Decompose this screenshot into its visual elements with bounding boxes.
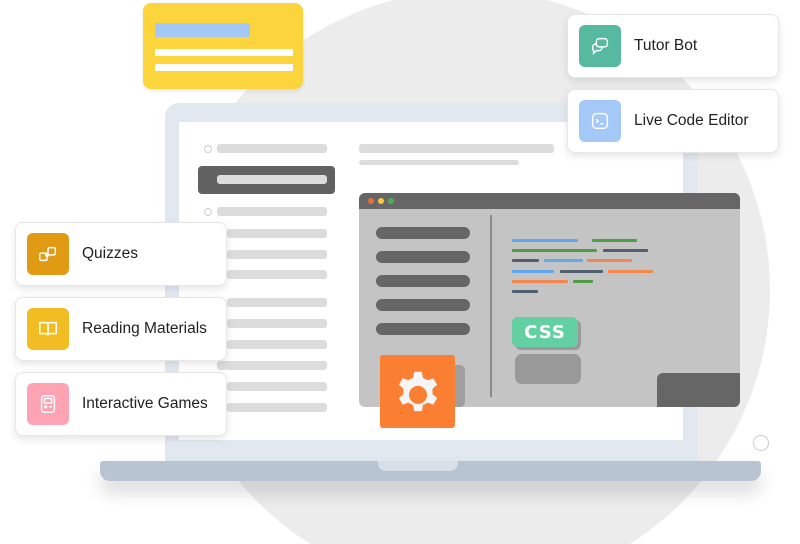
list-item	[227, 229, 327, 238]
feature-label: Live Code Editor	[634, 112, 749, 129]
content-subtitle-bar	[359, 160, 519, 165]
code-line	[608, 270, 653, 273]
list-item	[227, 403, 327, 412]
list-item	[227, 270, 327, 279]
editor-nav-item[interactable]	[376, 323, 470, 335]
gear-icon	[398, 371, 437, 411]
list-item	[227, 382, 327, 391]
feature-card-tutor-bot[interactable]: Tutor Bot	[567, 14, 779, 78]
feature-label: Tutor Bot	[634, 37, 698, 54]
chat-bubbles-icon	[579, 25, 621, 67]
feature-label: Interactive Games	[82, 395, 208, 412]
selected-item-bar	[217, 175, 327, 184]
code-line	[512, 259, 539, 262]
note-line	[155, 64, 293, 71]
laptop-notch	[378, 461, 458, 471]
list-item	[217, 361, 327, 370]
feature-label: Reading Materials	[82, 320, 207, 337]
settings-tile[interactable]	[380, 355, 455, 428]
placeholder-button[interactable]	[515, 354, 581, 384]
code-line	[603, 249, 648, 252]
minimize-dot[interactable]	[378, 198, 384, 204]
feature-card-interactive-games[interactable]: Interactive Games	[15, 372, 227, 436]
list-item	[227, 250, 327, 259]
list-item	[227, 319, 327, 328]
window-titlebar	[359, 193, 740, 209]
selected-list-item[interactable]	[198, 166, 335, 194]
code-line	[560, 270, 603, 273]
code-line	[512, 270, 554, 273]
console-panel	[657, 373, 740, 407]
code-line	[512, 249, 597, 252]
note-card	[143, 3, 303, 89]
close-dot[interactable]	[368, 198, 374, 204]
list-item[interactable]	[217, 144, 327, 153]
note-heading-bar	[155, 23, 250, 37]
code-line	[587, 259, 632, 262]
feature-card-quizzes[interactable]: Quizzes	[15, 222, 227, 286]
editor-nav-item[interactable]	[376, 299, 470, 311]
content-title-bar	[359, 144, 554, 153]
code-line	[573, 280, 593, 283]
radio-option[interactable]	[204, 145, 212, 153]
note-line	[155, 49, 293, 56]
editor-nav-item[interactable]	[376, 275, 470, 287]
maximize-dot[interactable]	[388, 198, 394, 204]
decorative-ring	[753, 435, 769, 451]
feature-label: Quizzes	[82, 245, 138, 262]
list-item[interactable]	[217, 207, 327, 216]
editor-nav-item[interactable]	[376, 227, 470, 239]
terminal-icon	[579, 100, 621, 142]
code-line	[512, 290, 538, 293]
feature-card-live-code-editor[interactable]: Live Code Editor	[567, 89, 779, 153]
radio-option[interactable]	[204, 208, 212, 216]
code-line	[544, 259, 583, 262]
css-badge[interactable]: CSS	[512, 317, 578, 347]
laptop-base	[100, 461, 761, 481]
list-item	[227, 340, 327, 349]
code-line	[512, 280, 568, 283]
puzzle-icon	[27, 233, 69, 275]
pane-divider[interactable]	[490, 215, 492, 397]
open-book-icon	[27, 308, 69, 350]
editor-nav-item[interactable]	[376, 251, 470, 263]
feature-card-reading-materials[interactable]: Reading Materials	[15, 297, 227, 361]
game-console-icon	[27, 383, 69, 425]
code-line	[512, 239, 578, 242]
code-line	[592, 239, 637, 242]
list-item	[227, 298, 327, 307]
